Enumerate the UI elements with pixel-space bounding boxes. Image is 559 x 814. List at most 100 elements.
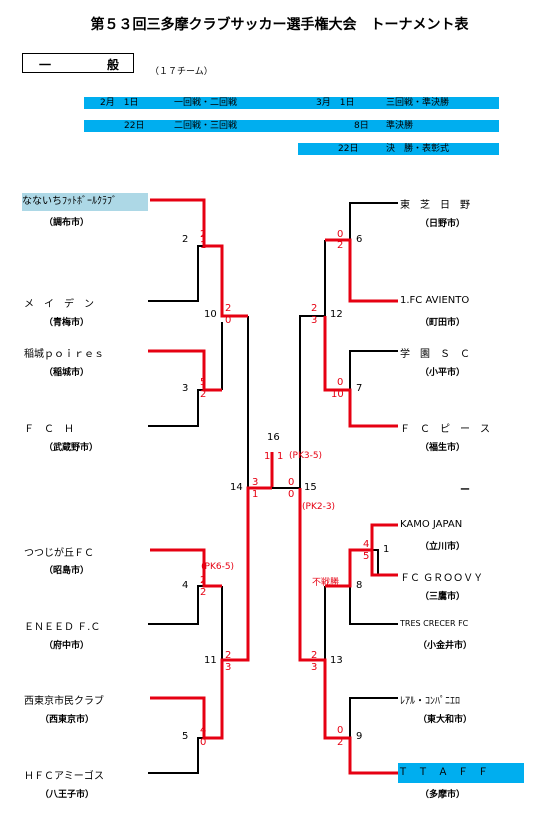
team-city: （福生市）: [420, 443, 466, 453]
score: 0: [337, 229, 344, 240]
team-tsutsujigaoka: つつじが丘ＦＣ: [24, 548, 94, 559]
score: 2: [337, 737, 344, 748]
pk-score: (PK2-3): [302, 502, 336, 512]
score: 2: [200, 389, 207, 400]
score: 4: [363, 539, 370, 550]
team-city: （昭島市）: [44, 566, 90, 576]
team-fc-groovy: ＦＣ ＧＲＯＯＶＹ: [400, 573, 484, 584]
schedule-date: 2月 1日: [100, 98, 139, 108]
team-eneed: ＥＮＥＥＤ Ｆ.Ｃ: [24, 622, 101, 633]
score: 0: [200, 737, 207, 748]
team-city: （立川市）: [420, 542, 466, 552]
team-kamo-japan: KAMO JAPAN: [400, 519, 463, 530]
team-meiden: メ イ デ ン: [24, 299, 94, 310]
team-city: （稲城市）: [44, 368, 90, 378]
schedule-round: 決 勝・表彰式: [386, 144, 450, 154]
team-hfc-amigos: ＨＦＣアミーゴス: [24, 771, 104, 782]
team-tres-crecer: TRES CRECER FC: [400, 619, 469, 628]
team-city: （府中市）: [44, 641, 90, 651]
score: 0: [337, 725, 344, 736]
score: 3: [225, 662, 232, 673]
team-toshiba-hino: 東 芝 日 野: [400, 200, 470, 211]
match-number: 12: [330, 309, 343, 320]
score: 2: [225, 650, 232, 661]
score: 10: [331, 389, 344, 400]
score: 2: [200, 587, 207, 598]
match-number: 4: [182, 580, 189, 591]
team-city: （町田市）: [420, 318, 466, 328]
schedule-round: 三回戦・準決勝: [386, 98, 450, 108]
team-city: （日野市）: [420, 219, 466, 229]
team-city: （調布市）: [44, 218, 90, 228]
team-city: （三鷹市）: [420, 592, 466, 602]
bye-dash: ー: [460, 485, 470, 496]
page-title: 第５３回三多摩クラブサッカー選手権大会 トーナメント表: [90, 17, 469, 33]
team-city: （八王子市）: [40, 790, 95, 800]
match-number: 11: [204, 655, 217, 666]
team-real-companiero: ﾚｱﾙ・ｺﾝﾊﾟﾆｴﾛ: [400, 696, 460, 707]
score: 2: [311, 303, 318, 314]
score: 3: [311, 315, 318, 326]
score: 5: [363, 551, 370, 562]
score: 3: [252, 477, 259, 488]
match-number: 15: [304, 482, 317, 493]
score: 0: [288, 477, 295, 488]
match-number: 16: [267, 432, 280, 443]
score: 2: [225, 303, 232, 314]
schedule-row-2: 22日 二回戦・三回戦 8日 準決勝: [84, 120, 499, 132]
pk-score: (PK3-5): [289, 451, 323, 461]
division-char-2: 般: [107, 58, 120, 72]
score: 0: [337, 377, 344, 388]
schedule-round: 一回戦・二回戦: [174, 98, 238, 108]
division-char-1: 一: [39, 58, 52, 72]
schedule-row-3: 22日 決 勝・表彰式: [298, 143, 499, 155]
score: 2: [200, 575, 207, 586]
match-number: 14: [230, 482, 243, 493]
team-fc-aviento: 1.FC AVIENTO: [400, 295, 470, 306]
team-fc-peace: Ｆ Ｃ ピ ー ス: [400, 424, 490, 435]
score: 2: [337, 240, 344, 251]
match-number: 7: [356, 383, 363, 394]
team-city: （青梅市）: [44, 318, 90, 328]
team-fch: Ｆ Ｃ Ｈ: [24, 424, 74, 435]
schedule-row-1: 2月 1日 一回戦・二回戦 3月 1日 三回戦・準決勝: [84, 97, 499, 109]
team-city: （小金井市）: [418, 641, 473, 651]
team-city: （多摩市）: [420, 790, 466, 800]
score: 5: [200, 377, 207, 388]
schedule-date: 22日: [338, 144, 359, 154]
match-number: 13: [330, 655, 343, 666]
score: 0: [225, 315, 232, 326]
score: 3: [311, 662, 318, 673]
team-inagi: 稲城ｐｏｉｒｅｓ: [24, 349, 104, 360]
score: 1: [264, 451, 271, 462]
team-city: （武蔵野市）: [44, 443, 99, 453]
score: 2: [311, 650, 318, 661]
score: 2: [200, 229, 207, 240]
division-box: 一 般: [22, 53, 134, 73]
walkover-label: 不戦勝: [312, 578, 340, 588]
match-number: 5: [182, 731, 189, 742]
match-number: 10: [204, 309, 217, 320]
match-number: 3: [182, 383, 189, 394]
pk-score: (PK6-5): [201, 562, 235, 572]
team-nishitokyo: 西東京市民クラブ: [24, 696, 104, 707]
score: 1: [277, 451, 284, 462]
score: 1: [200, 240, 207, 251]
match-number: 9: [356, 731, 363, 742]
schedule-date: 8日: [354, 121, 369, 131]
match-number: 2: [182, 234, 189, 245]
team-gakuen-sc: 学 園 Ｓ Ｃ: [400, 349, 470, 360]
match-number: 6: [356, 234, 363, 245]
score: 1: [252, 489, 259, 500]
team-count: （１７チーム）: [150, 67, 213, 77]
team-city: （西東京市）: [40, 715, 95, 725]
schedule-round: 準決勝: [386, 121, 414, 131]
match-number: 1: [383, 544, 390, 555]
team-city: （東大和市）: [418, 715, 473, 725]
team-city: （小平市）: [420, 368, 466, 378]
schedule-round: 二回戦・三回戦: [174, 121, 238, 131]
match-number: 8: [356, 580, 363, 591]
schedule-date: 3月 1日: [316, 98, 355, 108]
team-nanaichi: なないちﾌｯﾄﾎﾞｰﾙｸﾗﾌﾞ: [22, 193, 148, 211]
